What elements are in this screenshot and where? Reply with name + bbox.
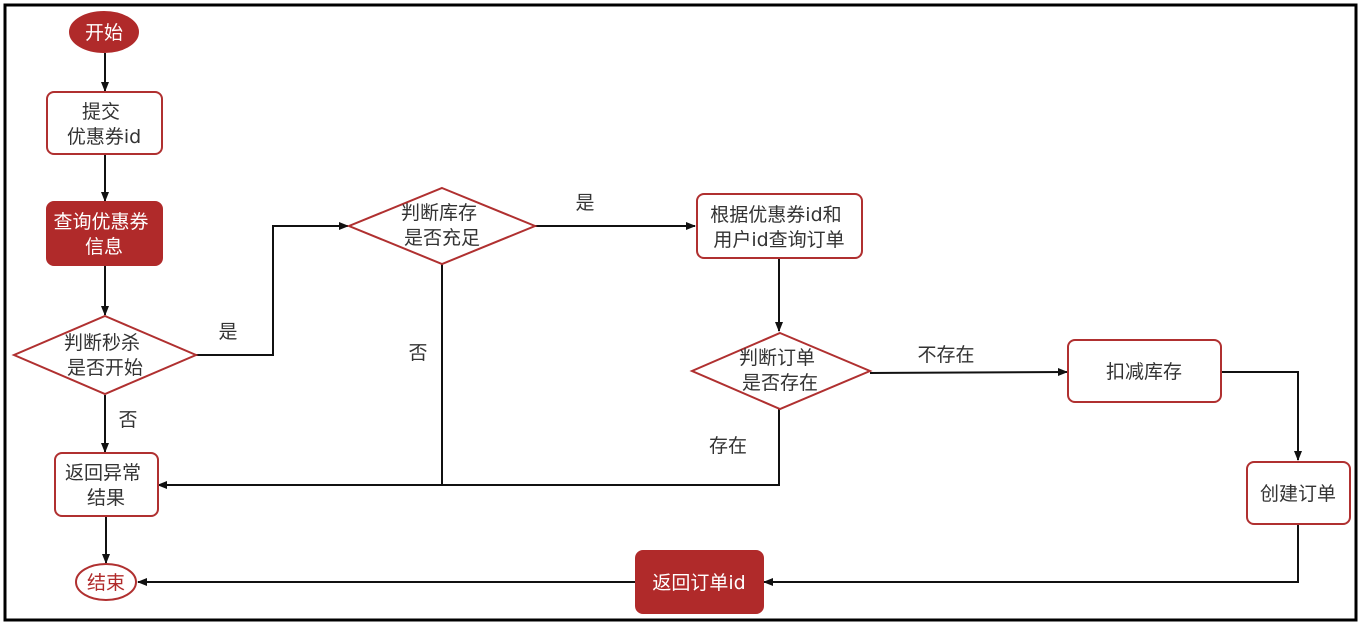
node-query-coupon-line-1: 查询优惠券 xyxy=(53,211,148,233)
node-check-start-line-1: 判断秒杀 xyxy=(64,332,140,354)
node-start-shape xyxy=(69,11,139,53)
edge-create-to-return-order xyxy=(763,525,1299,586)
node-query-order-line-1: 根据优惠券id和 xyxy=(710,204,841,226)
node-return-order: 返回订单id xyxy=(635,550,764,614)
node-check-start-shape xyxy=(11,314,199,396)
edge-check-order-exist xyxy=(157,409,780,489)
edge-check-start-yes xyxy=(196,222,349,356)
node-submit-line-2: 优惠券id xyxy=(67,126,141,148)
node-check-stock-line-2: 是否充足 xyxy=(404,227,480,249)
node-return-error: 返回异常 结果 xyxy=(54,452,159,517)
node-submit-text: 提交 优惠券id xyxy=(67,101,141,148)
node-deduct: 扣减库存 xyxy=(1067,339,1222,403)
outer-border xyxy=(3,3,1358,622)
node-check-stock-line-1: 判断库存 xyxy=(401,202,477,224)
node-check-order-shape xyxy=(689,331,873,411)
node-return-error-shape xyxy=(54,452,159,517)
node-check-stock: 判断库存 是否充足 xyxy=(346,186,538,266)
node-create-order-shape xyxy=(1246,461,1351,525)
node-query-coupon: 查询优惠券 信息 xyxy=(46,201,163,266)
node-check-stock-text: 判断库存 是否充足 xyxy=(401,202,483,249)
node-return-error-text: 返回异常 结果 xyxy=(65,462,147,509)
node-create-order: 创建订单 xyxy=(1246,461,1351,525)
node-return-error-line-2: 结果 xyxy=(87,487,125,509)
node-query-coupon-text: 查询优惠券 信息 xyxy=(53,211,154,258)
label-order-exist: 存在 xyxy=(709,435,747,457)
node-check-stock-shape xyxy=(346,186,538,266)
node-check-start-line-2: 是否开始 xyxy=(67,357,143,379)
node-return-error-line-1: 返回异常 xyxy=(65,462,141,484)
node-start-text: 开始 xyxy=(85,22,123,44)
node-check-order: 判断订单 是否存在 xyxy=(689,331,873,411)
label-start-yes: 是 xyxy=(218,321,237,343)
node-check-start: 判断秒杀 是否开始 xyxy=(11,314,199,396)
node-check-start-text: 判断秒杀 是否开始 xyxy=(64,332,146,379)
node-query-order: 根据优惠券id和 用户id查询订单 xyxy=(696,193,863,259)
node-query-order-text: 根据优惠券id和 用户id查询订单 xyxy=(710,204,847,251)
label-stock-yes: 是 xyxy=(575,192,594,214)
node-check-order-line-2: 是否存在 xyxy=(742,372,818,394)
edge-check-order-not-exist xyxy=(869,368,1068,377)
node-start: 开始 xyxy=(69,11,139,53)
node-end-shape xyxy=(75,563,137,601)
node-deduct-shape xyxy=(1067,339,1222,403)
node-return-order-text: 返回订单id xyxy=(652,572,745,594)
node-check-order-line-1: 判断订单 xyxy=(739,347,815,369)
label-start-no: 否 xyxy=(118,409,137,431)
node-query-order-shape xyxy=(696,193,863,259)
label-order-not-exist: 不存在 xyxy=(917,344,974,366)
node-submit-shape xyxy=(46,91,163,155)
node-query-coupon-shape xyxy=(46,201,163,266)
edge-deduct-to-create xyxy=(1222,371,1302,461)
node-end: 结束 xyxy=(75,563,137,601)
node-query-coupon-line-2: 信息 xyxy=(85,236,123,258)
node-return-order-shape xyxy=(635,550,764,614)
node-deduct-text: 扣减库存 xyxy=(1106,361,1182,383)
node-create-order-text: 创建订单 xyxy=(1260,483,1336,505)
node-query-order-line-2: 用户id查询订单 xyxy=(713,229,844,251)
label-stock-no: 否 xyxy=(408,342,427,364)
node-submit-line-1: 提交 xyxy=(82,101,120,123)
node-submit: 提交 优惠券id xyxy=(46,91,163,155)
node-check-order-text: 判断订单 是否存在 xyxy=(739,347,821,394)
node-end-text: 结束 xyxy=(87,572,125,594)
